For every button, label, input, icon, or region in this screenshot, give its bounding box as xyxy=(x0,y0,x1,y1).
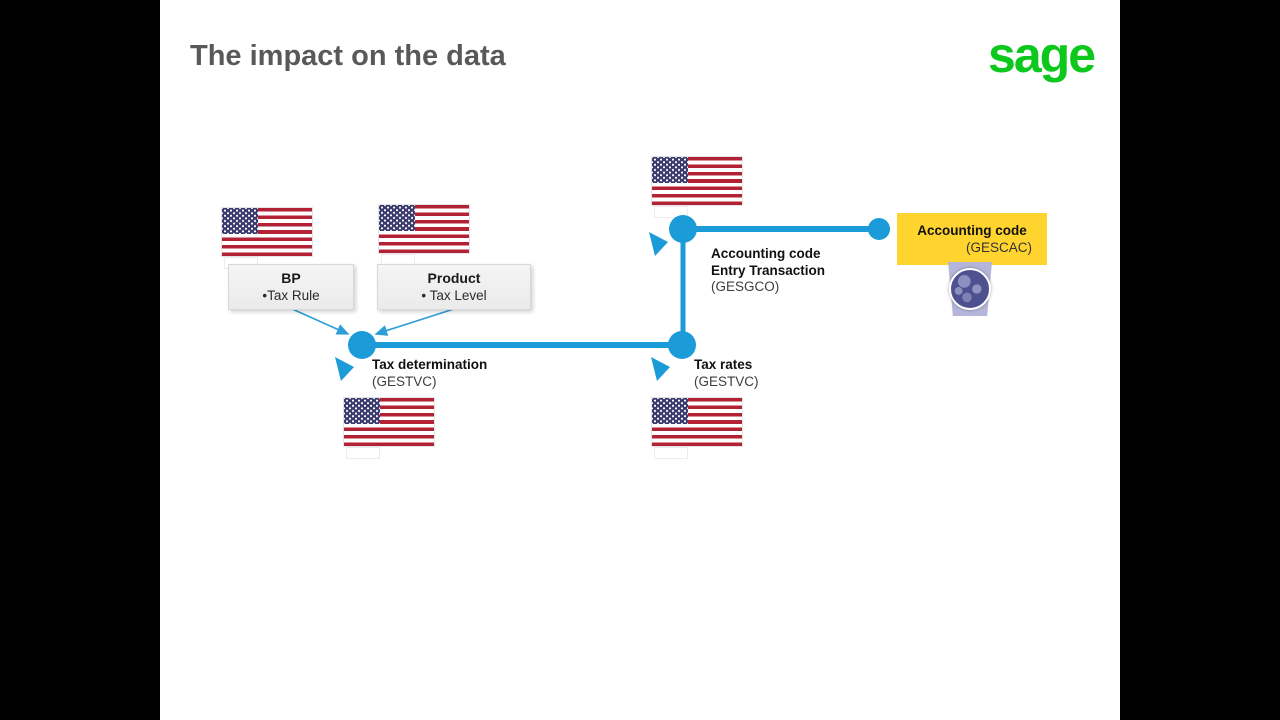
entry-transaction-line1: Accounting code xyxy=(711,246,821,261)
product-box-bullet: • Tax Level xyxy=(421,288,487,303)
slide-canvas: The impact on the data sage xyxy=(160,0,1120,720)
accounting-code-box: Accounting code (GESCAC) xyxy=(897,213,1047,265)
globe-icon xyxy=(948,262,992,316)
arrowhead-icon xyxy=(649,232,668,256)
tax-rates-code: (GESTVC) xyxy=(694,373,759,389)
node-tax-determination xyxy=(348,331,376,359)
bp-box-bullet: •Tax Rule xyxy=(262,288,320,303)
arrowhead-icon xyxy=(651,357,670,381)
product-box-title: Product xyxy=(427,270,481,286)
globe-sphere xyxy=(949,268,991,310)
sage-logo: sage xyxy=(988,27,1096,83)
us-flag-icon xyxy=(379,205,469,266)
page-title: The impact on the data xyxy=(190,40,506,72)
bp-to-taxdet-arrow xyxy=(289,307,350,335)
arrowhead-icon xyxy=(335,357,354,381)
entry-transaction-line2: Entry Transaction xyxy=(711,262,826,278)
entry-transaction-code: (GESGCO) xyxy=(711,279,780,294)
us-flag-icon xyxy=(222,208,312,269)
node-tax-rates xyxy=(668,331,696,359)
tax-rates-label: Tax rates (GESTVC) xyxy=(694,357,759,390)
us-flag-icon xyxy=(652,157,742,218)
accounting-code-title: Accounting code xyxy=(917,223,1027,238)
bp-box-title: BP xyxy=(281,270,301,286)
node-accounting-code xyxy=(868,218,890,240)
bp-box: BP •Tax Rule xyxy=(228,264,354,310)
entry-transaction-label: Accounting code Entry Transaction (GESGC… xyxy=(711,246,825,296)
us-flag-icon xyxy=(344,398,434,459)
tax-rates-title: Tax rates xyxy=(694,357,753,372)
connector-layer xyxy=(289,215,890,381)
product-box: Product • Tax Level xyxy=(377,264,531,310)
tax-determination-code: (GESTVC) xyxy=(372,373,437,389)
tax-determination-title: Tax determination xyxy=(372,357,488,372)
node-entry-transaction xyxy=(669,215,697,243)
us-flag-icon xyxy=(652,398,742,459)
tax-determination-label: Tax determination (GESTVC) xyxy=(372,357,487,390)
accounting-code-code: (GESCAC) xyxy=(965,240,1032,255)
product-to-taxdet-arrow xyxy=(374,307,458,336)
